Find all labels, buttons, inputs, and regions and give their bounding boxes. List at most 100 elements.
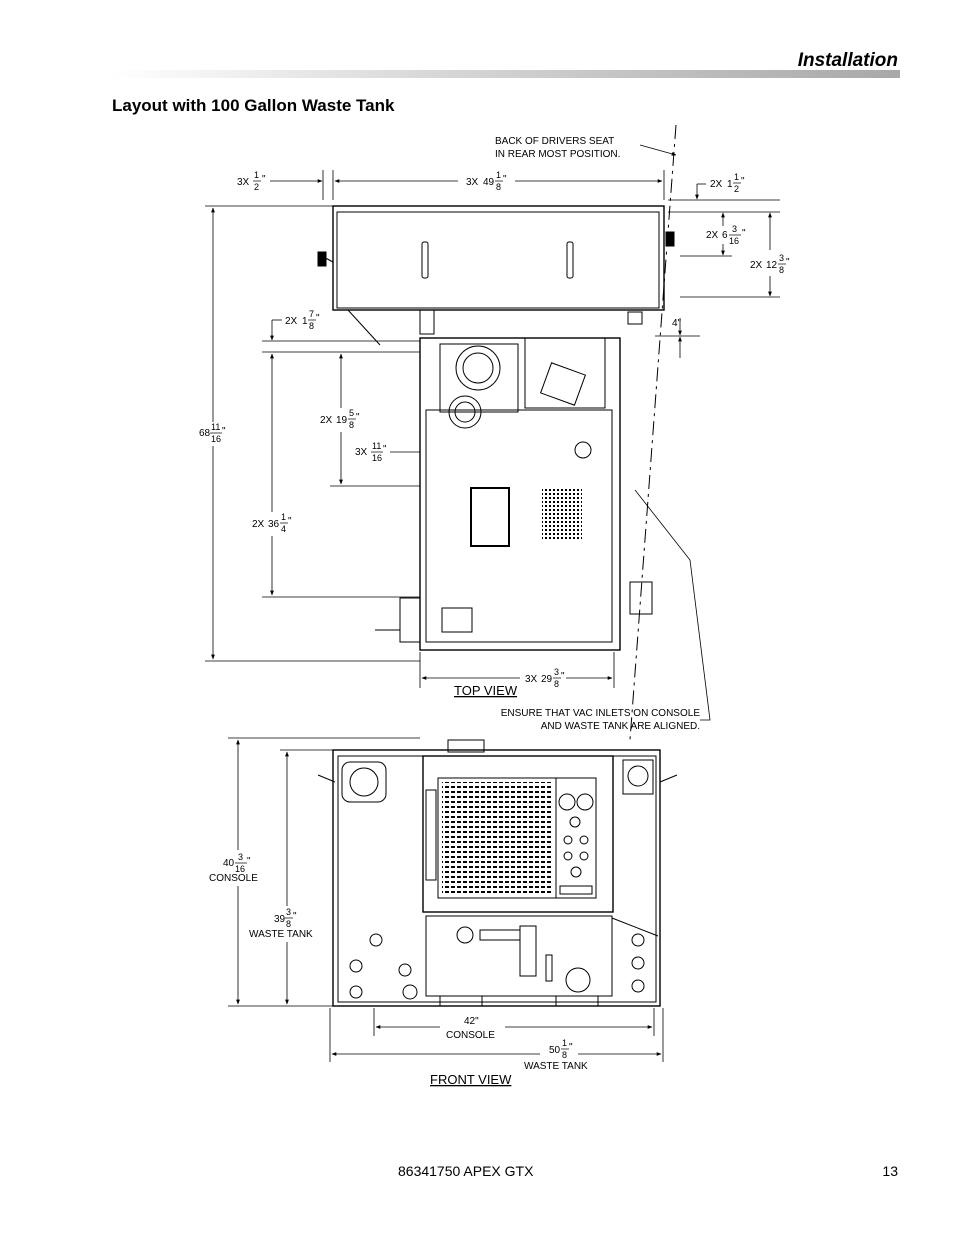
knob-2 bbox=[579, 835, 589, 845]
dim-prefix: 3X bbox=[466, 177, 479, 188]
control-panel-box bbox=[470, 487, 510, 547]
dim-den: 8 bbox=[496, 182, 501, 192]
inlet-fitting bbox=[441, 607, 473, 633]
gauge-right bbox=[576, 793, 594, 811]
dim-den: 8 bbox=[779, 265, 784, 275]
console-side-rail bbox=[425, 789, 437, 881]
tank-fitting-8 bbox=[631, 979, 645, 993]
lower-port bbox=[456, 926, 474, 944]
dim-prefix: 2X bbox=[285, 316, 298, 327]
section-title: Installation bbox=[797, 50, 898, 71]
tank-fitting-6 bbox=[631, 933, 645, 947]
foot-left bbox=[439, 995, 483, 1007]
tank-fitting-2 bbox=[349, 959, 363, 973]
page-number: 13 bbox=[882, 1163, 898, 1179]
waste-tank-front bbox=[332, 749, 661, 1007]
dim-num: 1 bbox=[734, 172, 739, 182]
dim-3x-half: 3X 1 2 " bbox=[237, 170, 266, 192]
dim-2x-19: 2X 19 5 8 " bbox=[320, 408, 360, 430]
filter-canister bbox=[455, 345, 501, 391]
dim-suffix: " bbox=[222, 426, 226, 437]
tank-fitting-7 bbox=[631, 956, 645, 970]
top-view-label: TOP VIEW bbox=[454, 683, 518, 698]
dim-whole: 6 bbox=[722, 230, 728, 241]
fuel-cap bbox=[574, 441, 592, 459]
notes: BACK OF DRIVERS SEAT IN REAR MOST POSITI… bbox=[495, 136, 700, 732]
dim-num: 3 bbox=[238, 852, 243, 862]
dim-num: 3 bbox=[732, 224, 737, 234]
tank-arc-left bbox=[347, 309, 381, 346]
foot-right bbox=[555, 995, 599, 1007]
dim-2x-12: 2X 12 3 8 " bbox=[750, 253, 790, 275]
dim-whole: 1 bbox=[727, 179, 733, 190]
pump-module bbox=[539, 362, 587, 406]
dim-den: 16 bbox=[235, 864, 245, 874]
dim-label: WASTE TANK bbox=[249, 929, 313, 940]
console-grille bbox=[442, 782, 552, 894]
hose-fittings bbox=[399, 597, 421, 643]
tank-fitting-1 bbox=[369, 933, 383, 947]
front-dimensions bbox=[228, 737, 664, 1062]
dim-3x-49: 3X 49 1 8 " bbox=[466, 170, 507, 192]
dim-den: 2 bbox=[254, 182, 259, 192]
front-latch-right bbox=[659, 774, 678, 783]
dim-prefix: 3X bbox=[237, 177, 250, 188]
dim-den: 8 bbox=[349, 420, 354, 430]
console-engine-bay bbox=[439, 343, 519, 413]
dim-2x-36: 2X 36 1 4 " bbox=[252, 512, 292, 534]
tank-arc-right bbox=[611, 917, 659, 937]
dim-39-tank: 39 3 8 " WASTE TANK bbox=[249, 907, 313, 940]
dim-den: 8 bbox=[554, 679, 559, 689]
knob-4 bbox=[579, 851, 589, 861]
dim-den: 16 bbox=[729, 236, 739, 246]
knob-5 bbox=[570, 866, 582, 878]
dim-den: 8 bbox=[562, 1050, 567, 1060]
dim-den: 8 bbox=[286, 919, 291, 929]
dim-suffix: " bbox=[569, 1042, 573, 1053]
dim-40-console: 40 3 16 " CONSOLE bbox=[209, 852, 258, 884]
vac-centerline bbox=[629, 124, 677, 741]
tank-fitting-5 bbox=[402, 984, 418, 1000]
gauge-panel bbox=[555, 777, 597, 899]
front-view-label: FRONT VIEW bbox=[430, 1072, 512, 1087]
dim-whole: 36 bbox=[268, 519, 280, 530]
tank-handle-left bbox=[421, 241, 429, 279]
blower-housing bbox=[448, 395, 482, 429]
front-latch-left bbox=[317, 774, 336, 783]
console-outline bbox=[419, 337, 621, 651]
dim-whole: 68 bbox=[199, 428, 211, 439]
lower-bracket bbox=[479, 929, 521, 941]
dim-3x-29: 3X 29 3 8 " bbox=[525, 667, 565, 689]
dim-num: 7 bbox=[309, 309, 314, 319]
dim-suffix: " bbox=[262, 174, 266, 185]
console-front bbox=[422, 755, 614, 913]
dim-prefix: 3X bbox=[525, 674, 538, 685]
dim-prefix: 2X bbox=[252, 519, 265, 530]
dim-suffix: " bbox=[786, 257, 790, 268]
seat-note-line1: BACK OF DRIVERS SEAT bbox=[495, 136, 614, 147]
waste-tank-inner bbox=[336, 211, 660, 309]
dim-whole: 12 bbox=[766, 260, 778, 271]
dim-num: 1 bbox=[254, 170, 259, 180]
footer-document-id: 86341750 APEX GTX bbox=[398, 1163, 534, 1179]
dim-whole: 50 bbox=[549, 1045, 561, 1056]
dim-prefix: 3X bbox=[355, 447, 368, 458]
knob-3 bbox=[563, 851, 573, 861]
tank-port-right-circle bbox=[627, 765, 649, 787]
filter-canister-inner bbox=[462, 352, 494, 384]
dim-den: 16 bbox=[211, 434, 221, 444]
gauge-small bbox=[569, 816, 581, 828]
dim-num: 1 bbox=[562, 1038, 567, 1048]
dim-num: 11 bbox=[372, 441, 381, 451]
dim-whole: 19 bbox=[336, 415, 348, 426]
header-rule bbox=[112, 70, 900, 78]
dim-num: 11 bbox=[211, 422, 220, 432]
vacuum-pump bbox=[524, 337, 606, 409]
front-view bbox=[317, 739, 678, 1007]
tank-fitting-3 bbox=[349, 985, 363, 999]
top-view bbox=[317, 205, 675, 651]
vent-grille-top bbox=[542, 488, 582, 540]
dim-whole: 40 bbox=[223, 858, 235, 869]
tank-latch-right-block bbox=[665, 231, 675, 247]
seat-note-line2: IN REAR MOST POSITION. bbox=[495, 149, 620, 160]
